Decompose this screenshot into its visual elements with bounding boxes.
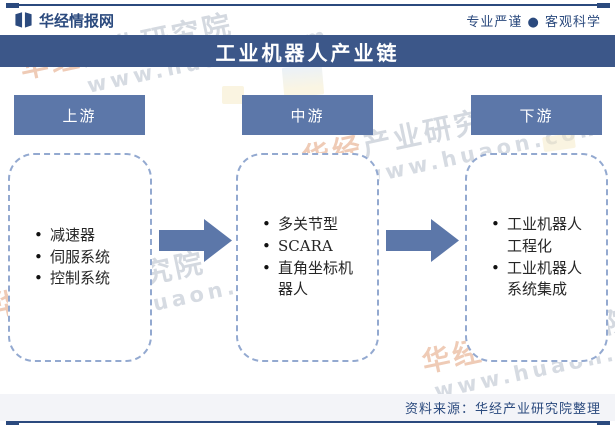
list-item: SCARA [262, 236, 360, 258]
list-item: 工业机器人系统集成 [491, 258, 589, 302]
brand: 华经情报网 [14, 10, 114, 31]
bullet-list-downstream: 工业机器人工程化 工业机器人系统集成 [467, 214, 606, 301]
watermark-logo-patch [281, 64, 325, 98]
bottom-rule [6, 419, 610, 425]
stage-header-upstream: 上游 [14, 95, 145, 135]
list-item: 控制系统 [34, 268, 132, 290]
brand-slogan: 专业严谨 ● 客观科学 [466, 14, 601, 30]
right-arrow-icon [159, 219, 232, 262]
footer-band: 资料来源：华经产业研究院整理 [0, 394, 615, 421]
stage-box-upstream: 减速器 伺服系统 控制系统 [8, 153, 152, 362]
list-item: 减速器 [34, 225, 132, 247]
right-arrow-icon [386, 219, 459, 262]
page-title: 工业机器人产业链 [215, 40, 400, 65]
top-rule [6, 2, 610, 8]
stage-header-midstream: 中游 [242, 95, 373, 135]
brand-row: 华经情报网 专业严谨 ● 客观科学 [14, 9, 601, 31]
source-note: 资料来源：华经产业研究院整理 [404, 402, 601, 417]
list-item: 多关节型 [262, 214, 360, 236]
stage-box-midstream: 多关节型 SCARA 直角坐标机器人 [236, 153, 379, 362]
list-item: 直角坐标机器人 [262, 258, 360, 302]
watermark-logo-patch [542, 132, 576, 153]
bullet-list-upstream: 减速器 伺服系统 控制系统 [10, 225, 150, 290]
stage-header-downstream: 下游 [471, 95, 602, 135]
list-item: 工业机器人工程化 [491, 214, 589, 258]
brand-name: 华经情报网 [39, 11, 115, 30]
title-bar: 工业机器人产业链 [0, 35, 615, 67]
watermark-logo-patch [222, 86, 244, 104]
list-item: 伺服系统 [34, 247, 132, 269]
stage-box-downstream: 工业机器人工程化 工业机器人系统集成 [465, 153, 608, 362]
open-book-logo-icon [14, 11, 33, 29]
bullet-list-midstream: 多关节型 SCARA 直角坐标机器人 [238, 214, 377, 301]
